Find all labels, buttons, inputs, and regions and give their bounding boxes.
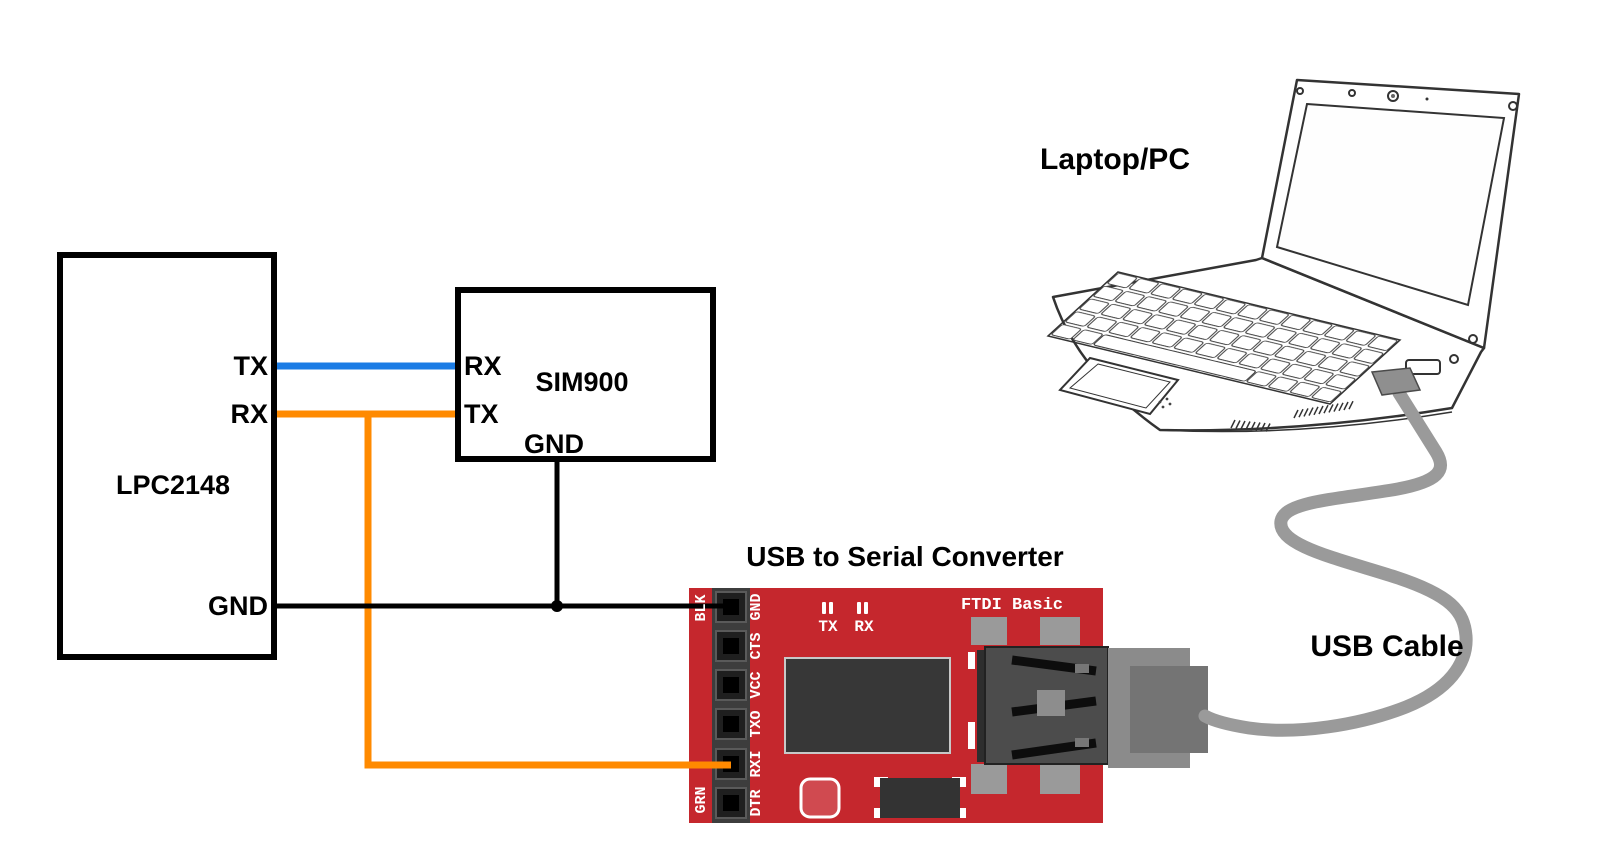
solder-pads [971,617,1080,794]
ftdi-pin-cts: CTS [748,632,765,660]
crystal [874,777,966,818]
laptop-vents [1230,400,1354,432]
sim900-pin-rx: RX [464,351,502,381]
lpc2148-pin-tx: TX [233,351,268,381]
lpc2148-title: LPC2148 [115,470,231,500]
lpc2148-pin-gnd: GND [208,591,268,621]
laptop-touchpad [1058,356,1180,416]
ftdi-pin-dtr: DTR [748,789,765,817]
ftdi-board [689,588,1208,823]
ftdi-pin-gnd: GND [748,593,765,621]
ftdi-pin-rxi: RXI [748,750,765,778]
reset-button [799,777,841,819]
blk-label: BLK [693,594,710,622]
rx-led-label: RX [854,618,874,636]
laptop-screen [1275,102,1506,307]
sim900-pin-gnd: GND [524,429,584,459]
grn-label: GRN [693,786,710,814]
lpc2148-box [57,252,277,660]
ftdi-chip [784,657,951,754]
sim900-title: SIM900 [535,367,629,397]
gnd-junction-dot [551,600,563,612]
sim900-box [455,287,716,462]
ftdi-pin-txo: TXO [748,710,765,738]
laptop-dots [1158,397,1172,409]
converter-title: USB to Serial Converter [746,541,1064,572]
laptop-usb-plug [1370,367,1422,396]
tx-led-icon [822,602,833,614]
ftdi-pin-vcc: VCC [748,671,765,699]
wire-rx-orange [277,410,731,769]
ftdi-brand-label: FTDI Basic [960,596,1064,615]
laptop-keyboard [1048,272,1400,404]
mini-usb-connector [984,646,1109,765]
sim900-pin-tx: TX [464,399,499,429]
lpc2148-pin-rx: RX [230,399,268,429]
vga-port [1405,359,1441,375]
usb-cable-label: USB Cable [1310,630,1464,663]
usb-cable [1198,386,1473,737]
rx-led-icon [857,602,868,614]
laptop-label: Laptop/PC [1040,143,1190,176]
power-jack [1449,354,1459,364]
usb-plug [1108,648,1208,768]
laptop-drawing [1048,78,1521,433]
wire-gnd-black [277,459,731,612]
tx-led-label: TX [818,618,838,636]
